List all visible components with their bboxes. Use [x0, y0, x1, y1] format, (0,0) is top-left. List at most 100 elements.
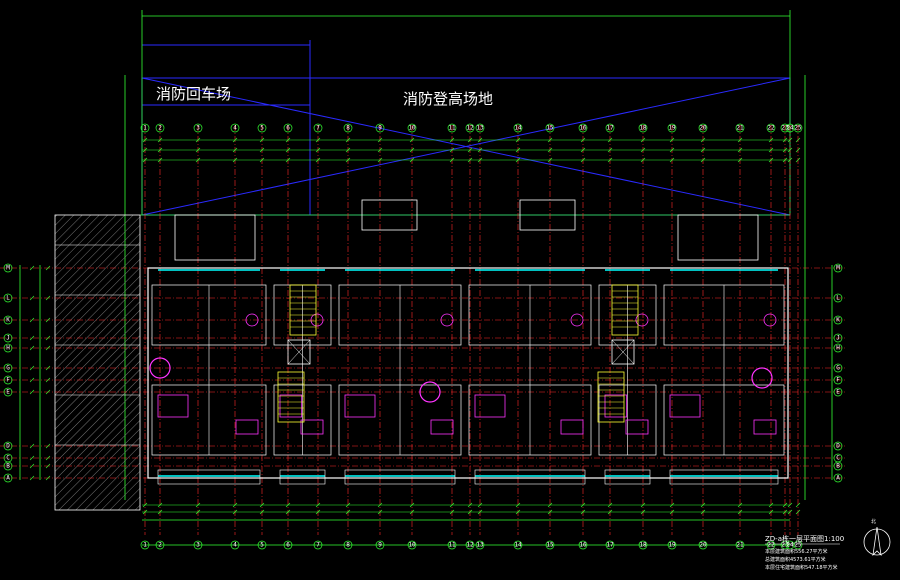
axis-label-h: G: [6, 365, 10, 372]
dimension-tick: [607, 137, 613, 143]
axis-label-v: 11: [448, 125, 456, 132]
dimension-tick: [409, 502, 415, 508]
axis-label-v: 10: [408, 125, 416, 132]
dimension-tick: [782, 502, 788, 508]
axis-label-h: F: [6, 377, 10, 384]
axis-bubbles: 1122334455667788991010111112121313141415…: [3, 123, 843, 550]
balcony: [669, 469, 779, 485]
axis-label-v: 22: [767, 542, 775, 549]
axis-bubble: [698, 540, 708, 550]
dimension-tick: [45, 335, 51, 341]
axis-label-h: B: [836, 463, 840, 470]
dimension-tick: [607, 147, 613, 153]
entrance-canopy: [361, 199, 418, 231]
furniture-table: [570, 313, 584, 327]
dimension-tick: [195, 147, 201, 153]
axis-label-v: 1: [143, 125, 147, 132]
axis-bubble: [513, 540, 523, 550]
dimension-tick: [142, 157, 148, 163]
axis-bubble: [3, 315, 13, 325]
axis-label-v: 11: [448, 542, 456, 549]
dimension-tick: [195, 137, 201, 143]
dimension-tick: [547, 157, 553, 163]
axis-label-v: 9: [378, 125, 382, 132]
dimension-tick: [29, 443, 35, 449]
dimension-tick: [700, 502, 706, 508]
axis-label-v: 7: [316, 125, 320, 132]
axis-label-v: 6: [286, 125, 290, 132]
dimension-tick: [449, 137, 455, 143]
axis-bubble: [698, 123, 708, 133]
dimension-tick: [142, 502, 148, 508]
axis-bubble: [793, 540, 803, 550]
dimension-tick: [315, 137, 321, 143]
furniture-sofa: [560, 419, 584, 435]
furniture-bed: [474, 394, 506, 418]
dimension-tick: [700, 157, 706, 163]
dimension-tick: [640, 502, 646, 508]
furniture-table: [763, 313, 777, 327]
drawing-title-block: ZD-a栋一层平面图1:100 本层建筑面积556.27平方米 总建筑面积457…: [765, 534, 844, 571]
axis-bubble: [407, 123, 417, 133]
stairwell: [611, 284, 639, 336]
dimension-tick: [768, 137, 774, 143]
axis-bubble: [447, 123, 457, 133]
drawing-note-1: 本层建筑面积556.27平方米: [765, 548, 828, 555]
dimension-tick: [157, 147, 163, 153]
axis-label-v: 2: [158, 542, 162, 549]
axis-label-v: 3: [196, 542, 200, 549]
dimension-tick: [547, 137, 553, 143]
axis-bubble: [3, 263, 13, 273]
dimension-tick: [285, 509, 291, 515]
axis-bubble: [343, 123, 353, 133]
drawing-title: ZD-a栋一层平面图1:100: [765, 534, 844, 543]
axis-label-h: L: [836, 295, 840, 302]
dimension-tick: [515, 157, 521, 163]
dimension-tick: [259, 147, 265, 153]
north-arrow-icon: 北: [863, 518, 891, 557]
axis-label-v: 5: [260, 125, 264, 132]
stairwell: [277, 371, 305, 423]
axis-label-v: 16: [579, 125, 587, 132]
axis-label-h: D: [836, 443, 840, 450]
axis-bubble: [447, 540, 457, 550]
dimension-tick: [547, 502, 553, 508]
dimension-tick: [142, 509, 148, 515]
dimension-tick: [29, 455, 35, 461]
dimension-tick: [580, 137, 586, 143]
axis-label-v: 4: [233, 125, 237, 132]
axis-label-h: B: [6, 463, 10, 470]
dimension-tick: [157, 502, 163, 508]
balcony: [344, 469, 456, 485]
elevator-shaft: [611, 339, 635, 365]
dimension-tick: [737, 137, 743, 143]
dimension-tick: [29, 475, 35, 481]
dimension-tick: [607, 502, 613, 508]
dimension-tick: [157, 157, 163, 163]
dimension-tick: [467, 137, 473, 143]
dimension-tick: [195, 509, 201, 515]
axis-label-v: 13: [476, 542, 484, 549]
axis-label-h: A: [836, 475, 840, 482]
dimension-tick: [45, 455, 51, 461]
axis-label-v: 6: [286, 542, 290, 549]
dimension-tick: [640, 147, 646, 153]
axis-label-h: F: [836, 377, 840, 384]
dimension-tick: [45, 377, 51, 383]
building-plan: [147, 199, 789, 485]
axis-label-h: E: [836, 389, 840, 396]
dimension-tick: [45, 265, 51, 271]
furniture-table: [440, 313, 454, 327]
dimension-tick: [285, 502, 291, 508]
axis-label-h: M: [6, 265, 10, 272]
axis-bubble: [3, 293, 13, 303]
axis-bubble: [638, 123, 648, 133]
axis-bubble: [257, 123, 267, 133]
dimension-tick: [737, 502, 743, 508]
axis-bubble: [257, 540, 267, 550]
axis-label-v: 8: [346, 125, 350, 132]
axis-bubble: [833, 453, 843, 463]
dimension-tick: [607, 157, 613, 163]
axis-bubble: [780, 123, 790, 133]
entrance-canopy: [677, 214, 759, 261]
